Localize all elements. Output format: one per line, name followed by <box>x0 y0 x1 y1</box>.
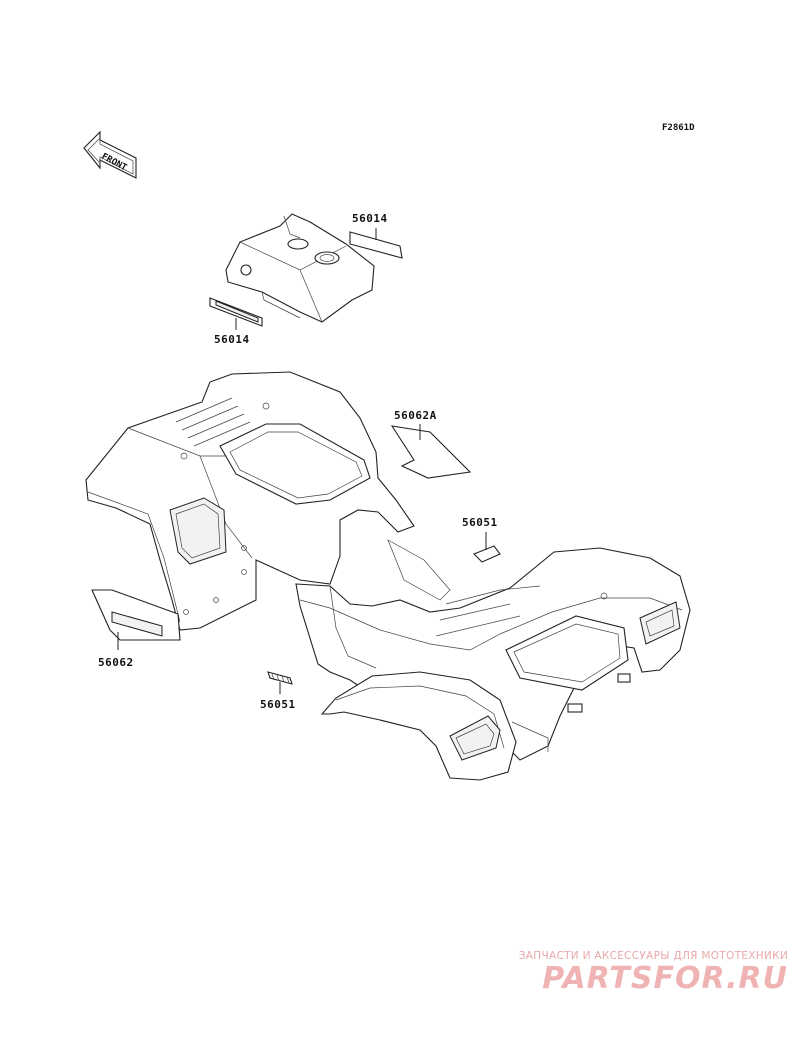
callout-56014-top: 56014 <box>352 212 388 225</box>
watermark-tagline: ЗАПЧАСТИ И АКСЕССУАРЫ ДЛЯ МОТОТЕХНИКИ <box>518 950 788 962</box>
decal-56051-right <box>473 545 501 563</box>
decal-56014-left <box>209 297 263 327</box>
front-fender-part <box>85 371 415 631</box>
rear-fender-part <box>295 539 691 761</box>
front-arrow-icon: FRONT <box>83 130 137 179</box>
headlight-cover-part <box>225 213 375 323</box>
callout-56062a: 56062A <box>394 409 437 422</box>
callout-56051-right: 56051 <box>462 516 498 529</box>
decal-56051-left <box>267 671 293 685</box>
decal-56062 <box>91 589 181 641</box>
figure-code: F2861D <box>662 123 695 133</box>
decal-56062a <box>390 425 472 479</box>
callout-56062: 56062 <box>98 656 134 669</box>
rear-fender-wing-part <box>320 671 549 781</box>
callout-56051-left: 56051 <box>260 698 296 711</box>
watermark-logo: PARTSFOR.RU <box>542 961 788 996</box>
decal-56014-right <box>349 231 403 259</box>
callout-56014-left: 56014 <box>214 333 250 346</box>
